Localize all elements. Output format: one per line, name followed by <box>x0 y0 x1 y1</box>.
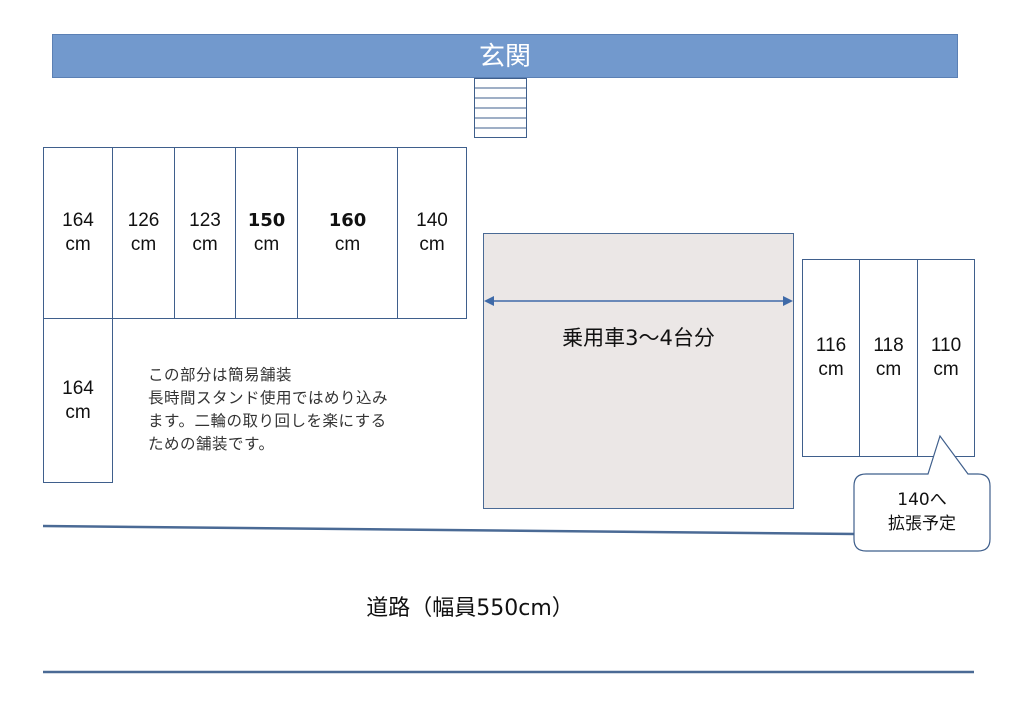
slot-width-unit: cm <box>875 359 902 380</box>
slot-width-unit: cm <box>130 234 157 255</box>
bike-slot-3: 123 cm <box>174 147 236 319</box>
bike-slot-5: 160 cm <box>297 147 398 319</box>
slot-width-unit: cm <box>334 234 361 255</box>
road-label: 道路（幅員550cm） <box>366 596 574 621</box>
entrance-bar: 玄関 <box>52 34 958 78</box>
bike-slot-4: 150 cm <box>235 147 298 319</box>
slot-width-unit: cm <box>933 359 959 380</box>
paving-note-line: 長時間スタンド使用ではめり込み <box>148 389 389 407</box>
bike-slot-right-2: 118 cm <box>859 259 918 457</box>
slot-width-value: 126 <box>127 210 160 231</box>
paving-note-line: この部分は簡易舗装 <box>148 366 293 384</box>
slot-width-value: 118 <box>873 335 904 356</box>
bike-slot-2: 126 cm <box>112 147 175 319</box>
bike-slot-7: 164 cm <box>43 318 113 483</box>
slot-width-value: 116 <box>815 335 847 356</box>
callout-text: 140へ 拡張予定 <box>856 488 988 536</box>
slot-width-value: 123 <box>189 210 221 231</box>
entrance-label: 玄関 <box>478 42 531 72</box>
slot-width-unit: cm <box>65 401 91 423</box>
slot-width-unit: cm <box>192 234 218 255</box>
slot-width-value: 150 <box>247 210 286 231</box>
slot-width-unit: cm <box>65 234 91 255</box>
width-arrow <box>484 296 793 306</box>
callout-line: 140へ <box>897 490 947 510</box>
paving-note-line: ます。二輪の取り回しを楽にする <box>148 412 387 430</box>
paving-note: この部分は簡易舗装 長時間スタンド使用ではめり込み ます。二輪の取り回しを楽にす… <box>148 364 448 456</box>
slot-width-value: 140 <box>416 210 448 231</box>
bike-slot-right-3: 110 cm <box>917 259 975 457</box>
callout-bubble <box>853 434 991 552</box>
car-parking-area <box>483 233 794 509</box>
paving-note-line: ための舗装です。 <box>148 435 275 453</box>
bike-slot-right-1: 116 cm <box>802 259 860 457</box>
slot-width-value: 160 <box>328 210 367 231</box>
callout-line: 拡張予定 <box>888 514 956 534</box>
slot-width-value: 110 <box>930 335 962 356</box>
slot-width-unit: cm <box>419 234 445 255</box>
parking-label: 乗用車3～4台分 <box>562 326 715 350</box>
bike-slot-6: 140 cm <box>397 147 467 319</box>
slot-width-value: 164 <box>62 377 94 399</box>
entrance-steps <box>474 78 527 138</box>
slot-width-unit: cm <box>253 234 280 255</box>
slot-width-unit: cm <box>818 359 844 380</box>
road-edge-top <box>42 524 857 536</box>
slot-width-value: 164 <box>62 210 94 231</box>
